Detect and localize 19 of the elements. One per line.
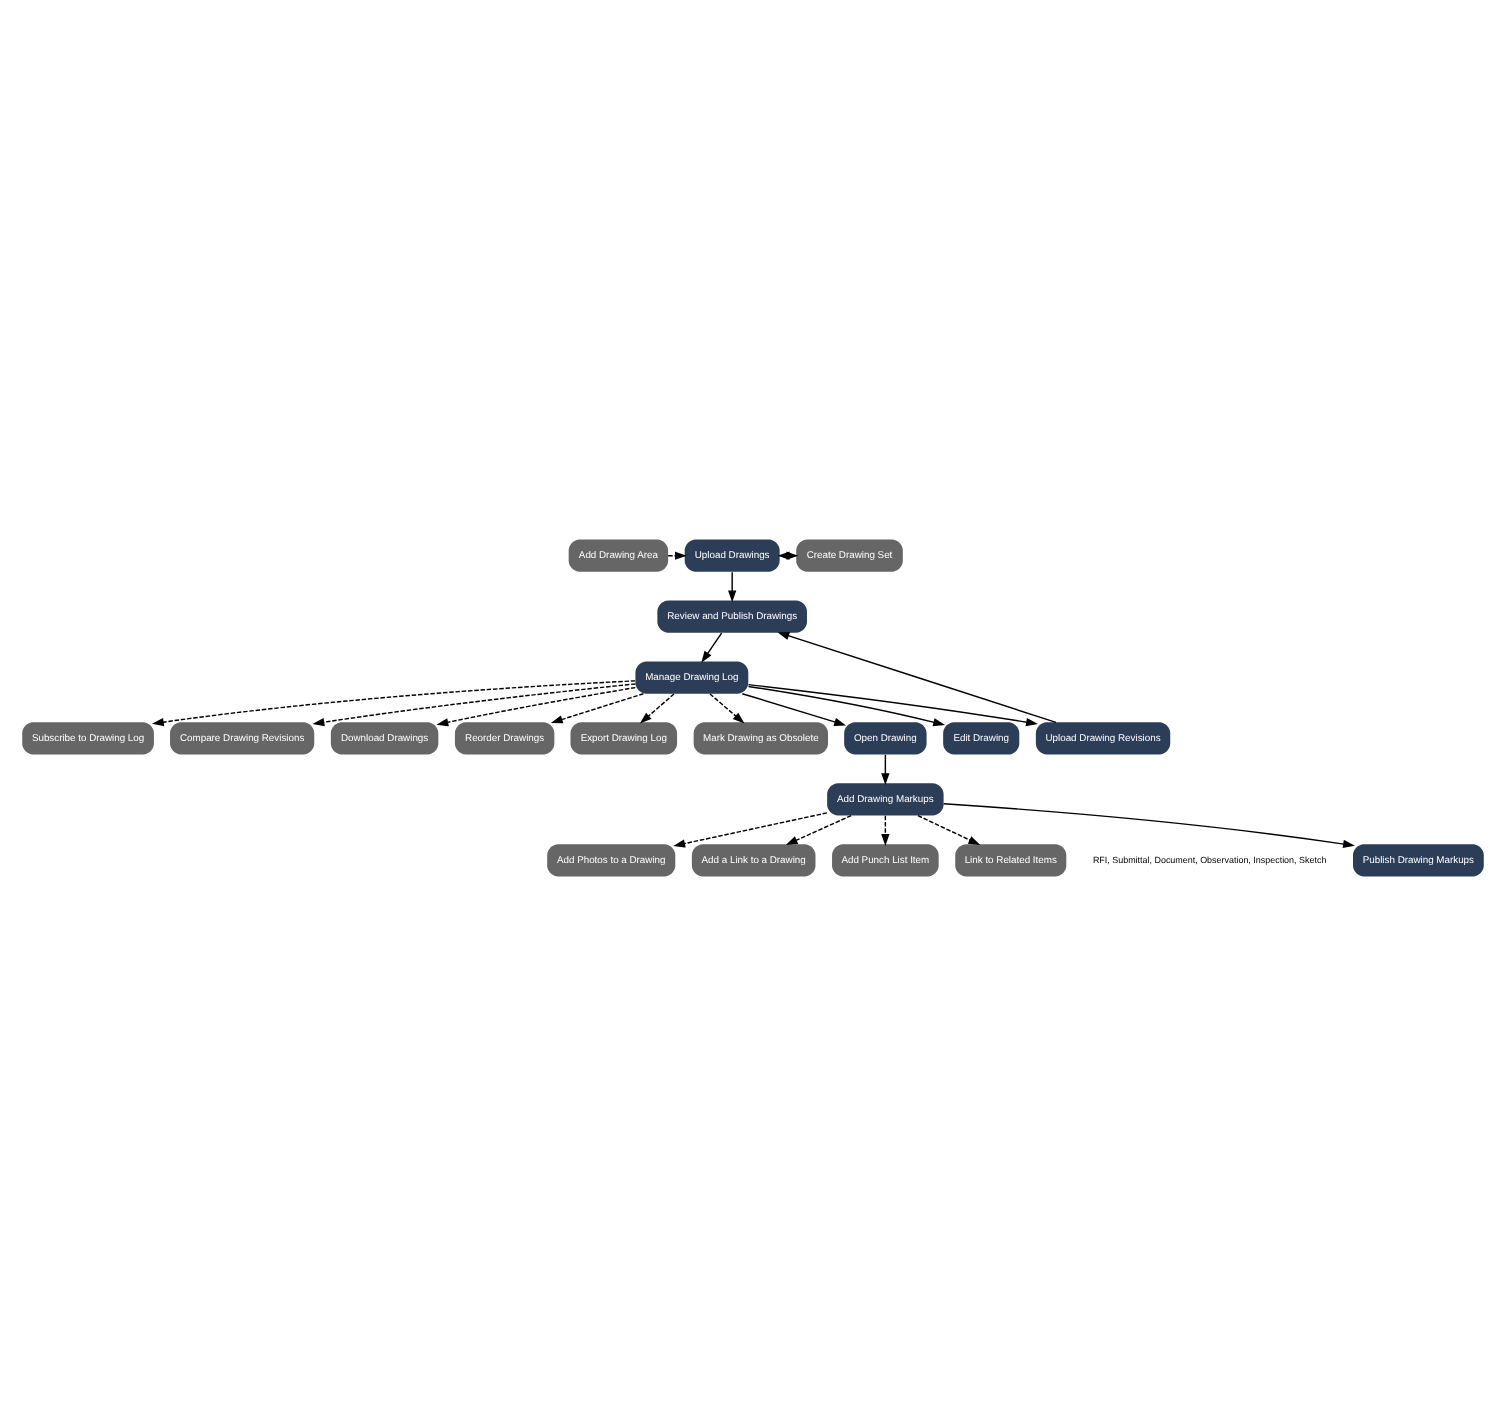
arrow — [942, 803, 1355, 849]
arrow — [709, 693, 745, 724]
arrow — [312, 683, 637, 727]
arrow — [741, 693, 847, 726]
arrow — [639, 693, 675, 724]
arrow — [747, 685, 946, 727]
arrow — [151, 680, 636, 727]
arrow — [673, 812, 828, 848]
arrow — [436, 686, 637, 727]
arrow — [701, 632, 723, 663]
arrow — [728, 571, 737, 603]
arrow — [550, 693, 645, 724]
arrow — [747, 683, 1038, 727]
arrow — [667, 551, 687, 560]
arrow — [917, 814, 981, 845]
arrow — [881, 754, 890, 785]
arrow — [881, 815, 890, 846]
arrow — [785, 814, 852, 845]
arrow — [777, 631, 1057, 724]
